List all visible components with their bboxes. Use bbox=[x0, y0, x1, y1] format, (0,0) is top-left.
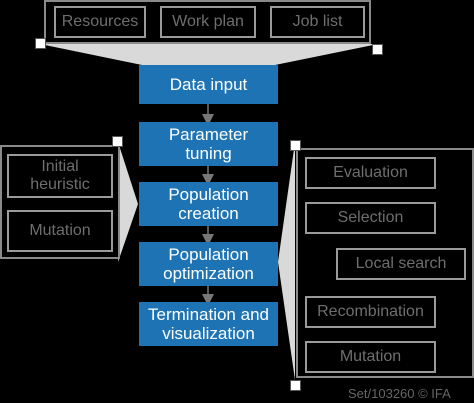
data-input-box: Data input bbox=[139, 65, 278, 104]
job-list-label: Job list bbox=[292, 13, 343, 30]
work-plan-box: Work plan bbox=[160, 6, 256, 38]
left-frame-handle[interactable] bbox=[112, 136, 123, 147]
population-creation-box: Population creation bbox=[139, 182, 278, 226]
initial-heuristic-box: Initial heuristic bbox=[7, 154, 113, 198]
recombination-label: Recombination bbox=[317, 303, 424, 320]
right-mutation-label: Mutation bbox=[339, 348, 402, 365]
initial-heuristic-label: Initial heuristic bbox=[30, 158, 90, 193]
left-mutation-box: Mutation bbox=[7, 210, 113, 252]
right-mutation-box: Mutation bbox=[305, 341, 436, 373]
parameter-tuning-box: Parameter tuning bbox=[139, 122, 278, 166]
left-wedge bbox=[118, 142, 138, 262]
local-search-box: Local search bbox=[336, 248, 466, 280]
left-mutation-label: Mutation bbox=[29, 222, 91, 239]
selection-label: Selection bbox=[337, 209, 404, 226]
resources-box: Resources bbox=[54, 6, 146, 38]
termination-box: Termination and visualization bbox=[139, 302, 278, 346]
termination-label: Termination and visualization bbox=[148, 305, 269, 343]
parameter-tuning-label: Parameter tuning bbox=[168, 125, 249, 163]
population-optimization-box: Population optimization bbox=[139, 242, 278, 286]
data-input-label: Data input bbox=[169, 75, 248, 94]
right-frame-handle-top[interactable] bbox=[290, 140, 301, 151]
top-funnel bbox=[40, 44, 378, 65]
top-frame-handle-right[interactable] bbox=[372, 44, 383, 55]
top-frame-handle-left[interactable] bbox=[35, 38, 46, 49]
population-optimization-label: Population optimization bbox=[163, 245, 254, 283]
resources-label: Resources bbox=[61, 13, 139, 30]
population-creation-label: Population creation bbox=[168, 185, 249, 223]
figure-credit: Set/103260 © IFA bbox=[348, 386, 451, 401]
recombination-box: Recombination bbox=[305, 296, 436, 328]
job-list-box: Job list bbox=[270, 6, 365, 38]
right-wedge bbox=[278, 142, 295, 380]
selection-box: Selection bbox=[305, 202, 436, 234]
work-plan-label: Work plan bbox=[172, 13, 244, 30]
evaluation-box: Evaluation bbox=[305, 157, 436, 189]
right-frame-handle-bottom[interactable] bbox=[290, 380, 301, 391]
local-search-label: Local search bbox=[355, 255, 447, 272]
evaluation-label: Evaluation bbox=[333, 164, 408, 181]
